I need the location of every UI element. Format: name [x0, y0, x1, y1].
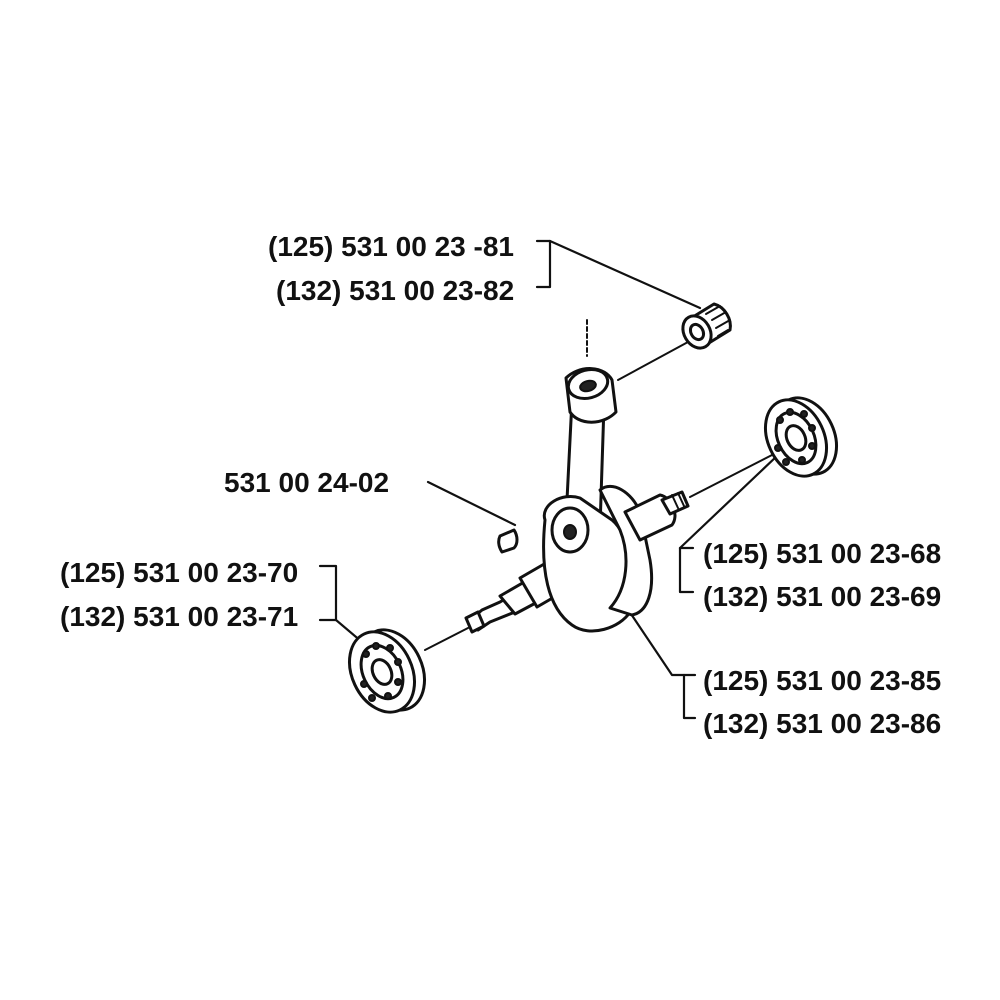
label-left-bearing-125: (125) 531 00 23-70: [60, 557, 298, 588]
left-ball-bearing-part: [348, 628, 426, 714]
label-key: 531 00 24-02: [224, 467, 389, 498]
label-crankshaft-125: (125) 531 00 23-85: [703, 665, 941, 696]
label-left-bearing-132: (132) 531 00 23-71: [60, 601, 298, 632]
label-right-bearing-125: (125) 531 00 23-68: [703, 538, 941, 569]
label-small-end-bearing-132: (132) 531 00 23-82: [276, 275, 514, 306]
key-part: [497, 528, 519, 554]
label-small-end-bearing-125: (125) 531 00 23 -81: [268, 231, 514, 262]
needle-bearing-part: [681, 302, 732, 350]
crankshaft-part: [464, 484, 690, 634]
label-right-bearing-132: (132) 531 00 23-69: [703, 581, 941, 612]
right-ball-bearing-part: [764, 396, 838, 478]
leader-lines: [318, 239, 780, 720]
label-crankshaft-132: (132) 531 00 23-86: [703, 708, 941, 739]
